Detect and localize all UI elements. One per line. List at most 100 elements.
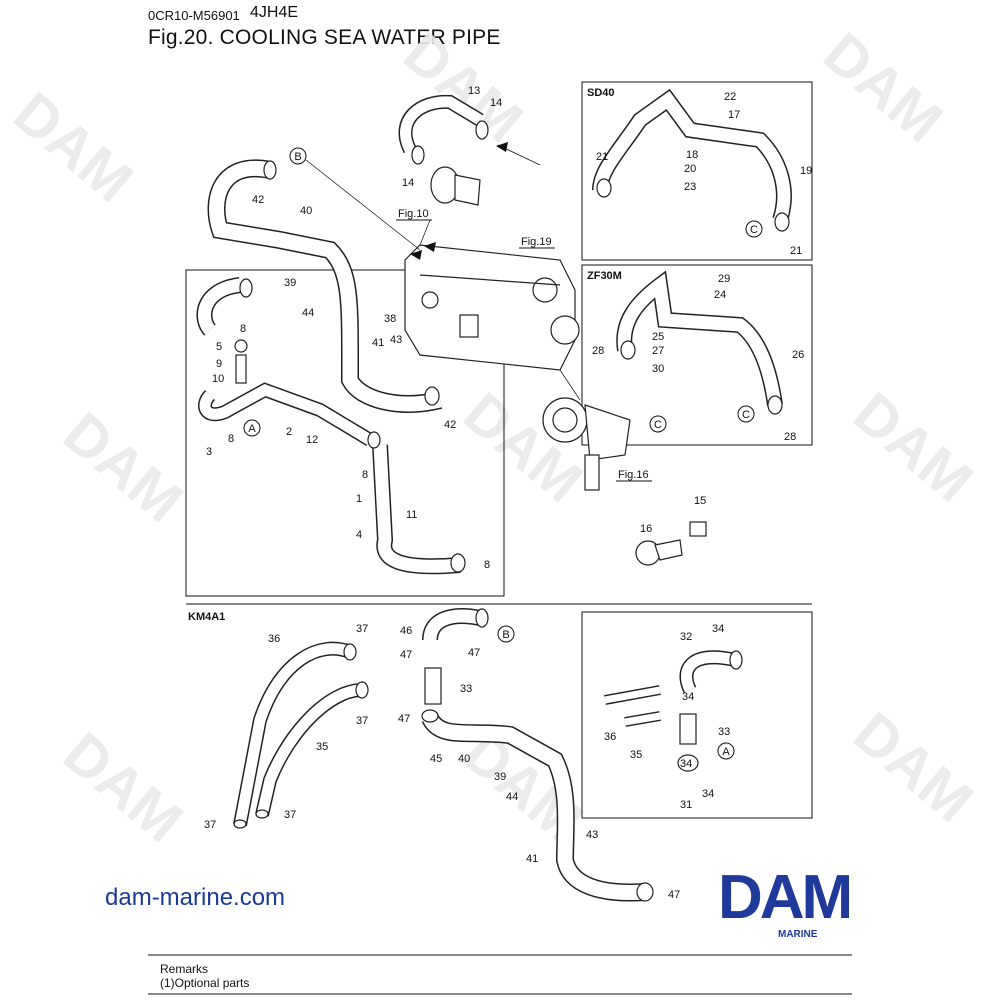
part-number-label: 43	[390, 334, 402, 346]
part-number-label: 46	[400, 625, 412, 637]
part-number-label: 42	[252, 194, 264, 206]
ref-b-1: B	[294, 151, 301, 163]
part-number-label: 11	[406, 509, 417, 521]
ref-b-2: B	[502, 629, 509, 641]
part-number-label: 37	[284, 809, 296, 821]
ref-circle-a	[717, 742, 735, 760]
part-number-label: 10	[212, 373, 224, 385]
svg-text:DAM: DAM	[2, 80, 145, 215]
svg-text:DAM: DAM	[842, 700, 985, 835]
part-number-label: 39	[494, 771, 506, 783]
part-number-label: 17	[728, 109, 740, 121]
ref-circle-c	[737, 405, 755, 423]
part-number-label: 20	[684, 163, 696, 175]
fig10-ref: Fig.10	[398, 208, 429, 220]
ref-c-3: C	[742, 409, 750, 421]
seawater-pump	[542, 397, 631, 491]
flow-arrows	[410, 142, 508, 260]
part-number-label: 24	[714, 289, 726, 301]
part-number-label: 40	[300, 205, 312, 217]
part-number-label: 36	[268, 633, 280, 645]
part-number-label: 36	[604, 731, 616, 743]
part-number-label: 23	[684, 181, 696, 193]
part-number-label: 28	[784, 431, 796, 443]
svg-text:DAM: DAM	[842, 380, 985, 515]
part-number-label: 42	[444, 419, 456, 431]
svg-text:DAM: DAM	[392, 20, 535, 155]
part-number-label: 35	[316, 741, 328, 753]
engine-model: 4JH4E	[250, 4, 299, 21]
part-number-label: 4	[356, 529, 362, 541]
ref-a-1: A	[248, 423, 256, 435]
part-number-label: 29	[718, 273, 730, 285]
part-number-label: 14	[402, 177, 414, 189]
part-number-label: 33	[460, 683, 472, 695]
svg-text:DAM: DAM	[718, 863, 850, 932]
part-number-label: 9	[216, 358, 222, 370]
pipe-drawings	[196, 88, 792, 902]
part-number-label: 16	[640, 523, 652, 535]
circle-refs	[243, 147, 763, 760]
part-number-label: 34	[702, 788, 714, 800]
part-number-label: 14	[490, 97, 502, 109]
part-number-label: 22	[724, 91, 736, 103]
zf30m-box	[581, 264, 813, 446]
svg-text:DAM: DAM	[812, 20, 955, 155]
part-number-label: 44	[506, 791, 518, 803]
part-labels: 13 14 14 42 40 39 44 38 41 43 42 8 5 9 1…	[204, 85, 812, 901]
part-number-label: 21	[790, 245, 802, 257]
svg-text:DAM: DAM	[52, 400, 195, 535]
ref-circle-b	[289, 147, 307, 165]
fig19-ref: Fig.19	[521, 236, 552, 248]
part-number-label: 25	[652, 331, 664, 343]
ref-circle-c	[649, 415, 667, 433]
part-number-label: 34	[682, 691, 694, 703]
ref-circle-c	[745, 220, 763, 238]
part-number-label: 41	[526, 853, 538, 865]
part-number-label: 30	[652, 363, 664, 375]
part-number-label: 34	[712, 623, 724, 635]
remarks-heading: Remarks	[160, 962, 209, 976]
part-number-label: 15	[694, 495, 706, 507]
exhaust-elbow	[430, 166, 481, 206]
part-number-label: 40	[458, 753, 470, 765]
part-number-label: 13	[468, 85, 480, 97]
part-number-label: 21	[596, 151, 608, 163]
part-number-label: 44	[302, 307, 314, 319]
part-number-label: 37	[356, 623, 368, 635]
remarks-line: (1)Optional parts	[160, 976, 250, 990]
part-number-label: 8	[362, 469, 368, 481]
part-number-label: 35	[630, 749, 642, 761]
svg-text:DAM: DAM	[52, 720, 195, 855]
clamps	[233, 120, 790, 902]
part-number-label: 5	[216, 341, 222, 353]
ref-circle-a	[243, 419, 261, 437]
part-number-label: 41	[372, 337, 384, 349]
part-number-label: 43	[586, 829, 598, 841]
part-number-label: 8	[240, 323, 246, 335]
part-number-label: 34	[680, 758, 692, 770]
part-number-label: 37	[356, 715, 368, 727]
ref-a-2: A	[722, 746, 730, 758]
remarks-block: Remarks (1)Optional parts	[160, 962, 249, 990]
part-number-label: 39	[284, 277, 296, 289]
part-number-label: 1	[356, 493, 362, 505]
part-number-label: 33	[718, 726, 730, 738]
ref-circle-b	[497, 625, 515, 643]
part-number-label: 12	[306, 434, 318, 446]
part-number-label: 45	[430, 753, 442, 765]
drain-cock	[635, 521, 707, 566]
part-number-label: 31	[680, 799, 692, 811]
part-number-label: 37	[204, 819, 216, 831]
part-number-label: 38	[384, 313, 396, 325]
document-code: 0CR10-M56901	[148, 8, 240, 23]
part-number-label: 8	[484, 559, 490, 571]
part-number-label: 32	[680, 631, 692, 643]
fig16-ref: Fig.16	[618, 469, 649, 481]
website-link[interactable]: dam-marine.com	[105, 884, 286, 911]
sd40-label: SD40	[587, 87, 615, 99]
part-number-label: 8	[228, 433, 234, 445]
fig-refs: Fig.10 Fig.19 Fig.16	[396, 208, 652, 482]
zf30m-label: ZF30M	[587, 270, 622, 282]
